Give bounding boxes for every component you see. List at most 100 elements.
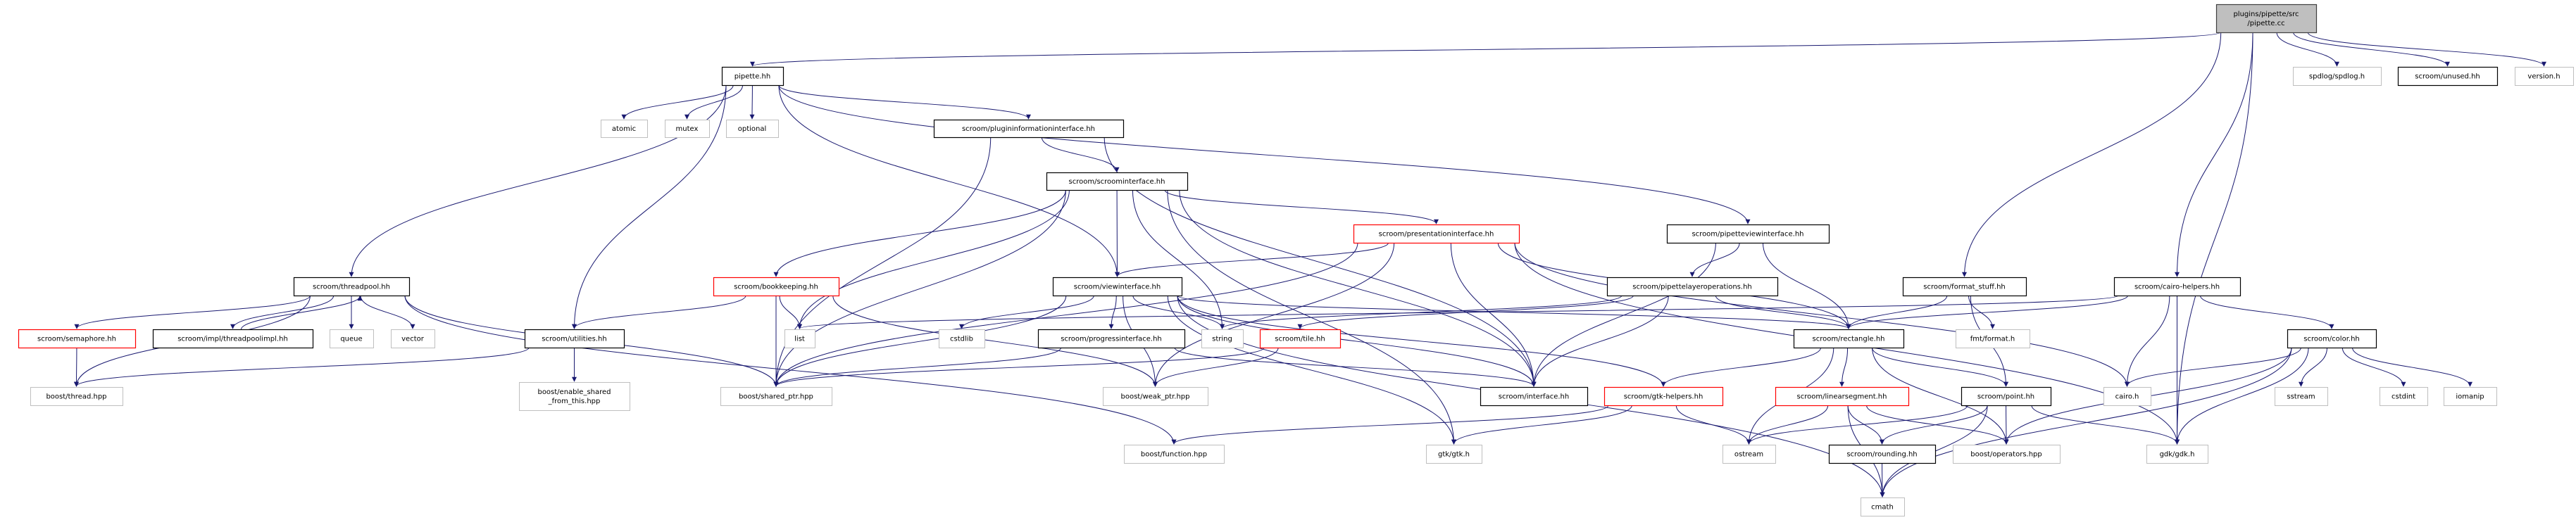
node-box <box>1603 386 1724 407</box>
edge-pipette_hh-to-viewif <box>778 84 1120 277</box>
node-box <box>391 329 435 348</box>
node-label: ostream <box>1734 451 1763 459</box>
node-sstream: sstream <box>2275 387 2328 406</box>
node-cstdint: cstdint <box>2380 387 2428 406</box>
node-pipette_cc[interactable]: plugins/pipette/src/pipette.cc <box>2215 4 2318 34</box>
edge-format_stuff-to-fmt <box>1968 295 1995 329</box>
edge-bookkeeping-to-list <box>779 295 802 329</box>
node-label: cmath <box>1871 504 1894 512</box>
edge-rectangle-to-point <box>1872 347 2008 387</box>
node-box <box>2397 66 2499 87</box>
edge-scroomif-to-interface <box>1179 189 1537 387</box>
edge-cairo_helpers-to-list <box>797 295 2119 329</box>
node-threadpool[interactable]: scroom/threadpool.hh <box>293 277 411 297</box>
node-box <box>1103 387 1208 406</box>
node-label: plugins/pipette/src <box>2233 11 2299 18</box>
node-boost_function: boost/function.hpp <box>1124 445 1225 464</box>
edge-rectangle-to-operators <box>1872 347 2009 445</box>
edge-threadpool-to-threadpoolimpl <box>230 295 334 329</box>
node-label: scroom/tile.hh <box>1275 336 1325 343</box>
node-label: scroom/unused.hh <box>2415 73 2480 81</box>
edge-presentation-to-shared_ptr <box>773 242 1358 387</box>
node-gtk_helpers[interactable]: scroom/gtk-helpers.hh <box>1603 386 1724 407</box>
edge-scroomif-to-bookkeeping <box>773 189 1066 277</box>
node-label: scroom/gtk-helpers.hh <box>1624 393 1703 401</box>
node-version: version.h <box>2515 67 2574 86</box>
node-point[interactable]: scroom/point.hh <box>1961 386 2052 407</box>
edge-plugininfo-to-shared_ptr <box>773 137 992 387</box>
node-unused[interactable]: scroom/unused.hh <box>2397 66 2499 87</box>
edge-viewif-to-progress <box>1108 295 1117 329</box>
node-box <box>665 120 710 138</box>
node-label: version.h <box>2527 73 2560 81</box>
node-label: cstdlib <box>950 336 973 343</box>
node-pipetteview[interactable]: scroom/pipetteviewinterface.hh <box>1666 224 1830 244</box>
node-label: scroom/rounding.hh <box>1846 451 1917 459</box>
node-pipettelayer[interactable]: scroom/pipettelayeroperations.hh <box>1606 277 1779 297</box>
node-box <box>524 329 625 349</box>
node-box <box>1124 445 1225 464</box>
edge-viewif-to-string <box>1132 295 1225 329</box>
node-label: scroom/rectangle.hh <box>1812 336 1884 343</box>
edge-color-to-cstdint <box>2341 347 2406 387</box>
node-rectangle[interactable]: scroom/rectangle.hh <box>1793 329 1905 349</box>
node-label: list <box>794 336 805 343</box>
edge-pipette_cc-to-cairo_helpers <box>2175 32 2253 277</box>
node-label: sstream <box>2287 393 2315 401</box>
node-box <box>1480 386 1589 407</box>
node-semaphore[interactable]: scroom/semaphore.hh <box>18 329 137 349</box>
node-box <box>1606 277 1779 297</box>
node-label: scroom/semaphore.hh <box>37 336 116 343</box>
node-tile[interactable]: scroom/tile.hh <box>1259 329 1342 349</box>
node-rounding[interactable]: scroom/rounding.hh <box>1828 444 1937 464</box>
edge-viewif-to-gtk_helpers <box>1177 295 1666 387</box>
node-label: atomic <box>612 125 636 133</box>
edge-tile-to-shared_ptr <box>773 347 1265 387</box>
edge-pipette_cc-to-unused <box>2293 32 2450 67</box>
node-label: boost/thread.hpp <box>46 393 106 401</box>
edge-pipette_hh-to-pipetteview <box>778 84 1751 224</box>
edge-threadpoolimpl-to-threadpool <box>241 296 363 330</box>
node-box <box>726 120 779 138</box>
node-interface[interactable]: scroom/interface.hh <box>1480 386 1589 407</box>
edge-pipetteview-to-interface <box>1531 242 1716 387</box>
node-box <box>1861 497 1905 516</box>
edge-plugininfo-to-scroomif <box>1041 137 1120 172</box>
node-pipette_hh[interactable]: pipette.hh <box>721 66 784 87</box>
node-presentation[interactable]: scroom/presentationinterface.hh <box>1353 224 1520 244</box>
node-format_stuff[interactable]: scroom/format_stuff.hh <box>1902 277 2027 297</box>
node-label: fmt/format.h <box>1970 336 2015 343</box>
node-box <box>1956 329 2030 348</box>
node-ostream: ostream <box>1722 445 1776 464</box>
node-box <box>18 329 137 349</box>
node-progress[interactable]: scroom/progressinterface.hh <box>1037 329 1186 349</box>
node-label: cairo.h <box>2115 393 2139 401</box>
node-optional: optional <box>726 120 779 138</box>
edge-color-to-gdk <box>2175 347 2309 445</box>
edge-pipette_cc-to-format_stuff <box>1962 32 2222 277</box>
edge-rectangle-to-gtk_helpers <box>1661 347 1822 387</box>
edge-utilities-to-boost_thread <box>74 347 530 387</box>
node-utilities[interactable]: scroom/utilities.hh <box>524 329 625 349</box>
node-label: scroom/linearsegment.hh <box>1797 393 1887 401</box>
edge-pipette_cc-to-spdlog <box>2276 32 2339 67</box>
edge-pipette_cc-to-version <box>2307 32 2546 67</box>
node-threadpoolimpl[interactable]: scroom/impl/threadpoolimpl.hh <box>152 329 314 349</box>
node-bookkeeping[interactable]: scroom/bookkeeping.hh <box>713 277 840 297</box>
edge-pipette_cc-to-pipette_hh <box>750 32 2221 67</box>
node-scroomif[interactable]: scroom/scroominterface.hh <box>1046 172 1189 191</box>
edge-threadpool-to-vector <box>360 295 415 329</box>
node-viewif[interactable]: scroom/viewinterface.hh <box>1052 277 1183 297</box>
edge-pipette_hh-to-threadpool <box>349 84 727 277</box>
edge-linearsegment-to-ostream <box>1746 405 1829 445</box>
node-color[interactable]: scroom/color.hh <box>2287 329 2377 349</box>
node-cairo_helpers[interactable]: scroom/cairo-helpers.hh <box>2113 277 2242 297</box>
node-plugininfo[interactable]: scroom/plugininformationinterface.hh <box>933 119 1125 139</box>
node-box <box>2113 277 2242 297</box>
node-linearsegment[interactable]: scroom/linearsegment.hh <box>1775 386 1910 407</box>
node-box <box>1353 224 1520 244</box>
node-label: scroom/viewinterface.hh <box>1074 284 1161 291</box>
edge-viewif-to-interface <box>1177 295 1537 387</box>
node-box <box>1052 277 1183 297</box>
node-vector: vector <box>391 329 435 348</box>
